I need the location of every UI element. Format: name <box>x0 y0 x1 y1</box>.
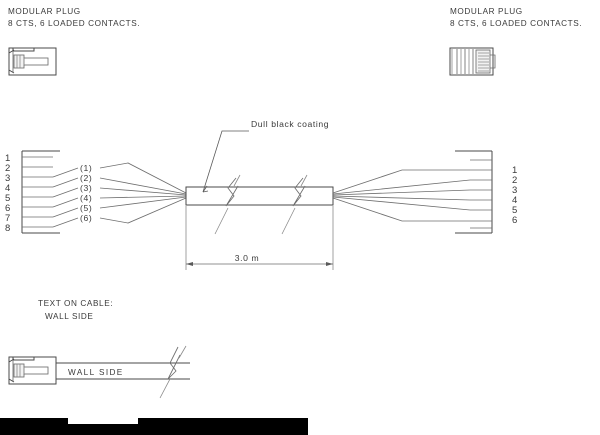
right-plug-title-line1: MODULAR PLUG <box>450 7 523 16</box>
left-wire-label: (4) <box>80 193 92 203</box>
cable-body <box>185 186 334 206</box>
left-wire-label: (3) <box>80 183 92 193</box>
bottom-cable-body <box>56 362 190 380</box>
dim-arrow-left <box>186 262 193 266</box>
left-pin-number: 6 <box>5 203 11 214</box>
text-on-cable-value: WALL SIDE <box>45 312 93 321</box>
right-pin-number: 4 <box>512 195 518 206</box>
text-on-cable-heading: TEXT ON CABLE: <box>38 299 113 308</box>
right-pin-stubs <box>470 159 492 229</box>
left-wire-label: (2) <box>80 173 92 183</box>
right-modular-plug-drawing <box>449 47 496 76</box>
length-dimension: 3.0 m <box>185 206 334 270</box>
left-pin-number: 4 <box>5 183 11 194</box>
left-plug-title-line1: MODULAR PLUG <box>8 7 81 16</box>
coating-note-arrow <box>202 185 209 193</box>
right-plug-title-line2: 8 CTS, 6 LOADED CONTACTS. <box>450 19 582 28</box>
bottom-black-bar <box>0 418 308 435</box>
left-plug-title-line2: 8 CTS, 6 LOADED CONTACTS. <box>8 19 140 28</box>
right-pin-number-group: 1 2 3 4 5 6 <box>512 165 518 226</box>
left-pin-number: 2 <box>5 163 11 174</box>
right-connector-bracket <box>455 150 493 234</box>
left-modular-plug-drawing <box>8 47 57 76</box>
right-pin-number: 3 <box>512 185 518 196</box>
right-pin-number: 5 <box>512 205 518 216</box>
left-wire-label: (5) <box>80 203 92 213</box>
left-pin-number: 3 <box>5 173 11 184</box>
left-pin-stubs <box>22 156 53 228</box>
left-pin-number: 5 <box>5 193 11 204</box>
bottom-cable-break-symbol <box>159 345 187 399</box>
dim-arrow-right <box>326 262 333 266</box>
left-pin-number: 1 <box>5 153 11 164</box>
left-pin-number-group: 1 2 3 4 5 6 7 8 <box>5 153 11 234</box>
left-wire-label: (1) <box>80 163 92 173</box>
cable-marking-label: WALL SIDE <box>68 368 124 377</box>
right-pin-number: 6 <box>512 215 518 226</box>
dimension-value-label: 3.0 m <box>235 253 260 263</box>
left-connector-bracket <box>21 150 60 234</box>
left-wire-label-group: (1) (2) (3) (4) (5) (6) <box>80 163 92 223</box>
coating-note-leader <box>202 130 249 193</box>
coating-note-label: Dull black coating <box>251 119 329 129</box>
left-pin-number: 8 <box>5 223 11 234</box>
left-wire-fanout <box>99 162 187 224</box>
right-wire-fanout <box>332 169 471 222</box>
right-pin-number: 1 <box>512 165 518 176</box>
cable-break-symbol <box>214 174 308 235</box>
left-wire-label: (6) <box>80 213 92 223</box>
left-loaded-wires <box>52 167 79 228</box>
bottom-plug-drawing <box>8 356 57 385</box>
right-pin-number: 2 <box>512 175 518 186</box>
left-pin-number: 7 <box>5 213 11 224</box>
